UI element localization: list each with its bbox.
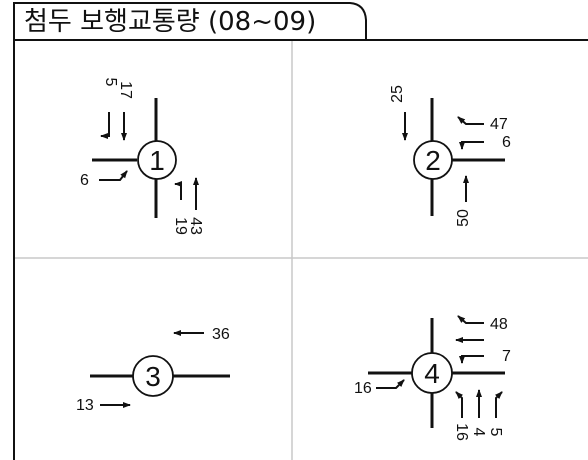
- flow-label-1-west: 6: [80, 172, 89, 189]
- intersection-3: 3 36 13: [76, 326, 230, 414]
- flow-label-1-south-a: 19: [172, 217, 189, 235]
- flow-arrow-4-west: [376, 379, 405, 389]
- flow-label-4-south-b: 4: [470, 428, 487, 437]
- page-title: 첨두 보행교통량 (08~09): [24, 7, 316, 37]
- flow-label-2-east-a: 47: [490, 116, 508, 133]
- intersection-number-3: 3: [145, 361, 161, 392]
- flow-label-1-north-a: 5: [102, 78, 119, 87]
- flow-arrow-4-east-a: [457, 315, 484, 324]
- flow-arrow-4-east-b: [459, 355, 484, 364]
- flow-label-4-east-a: 48: [490, 316, 508, 333]
- intersection-node-2: [413, 140, 453, 180]
- title-tab: [13, 2, 367, 40]
- outer-frame: [13, 39, 588, 460]
- flow-label-2-east-b: 6: [502, 134, 511, 151]
- flow-arrow-1-west: [99, 170, 128, 181]
- flow-label-2-south: 50: [455, 209, 472, 227]
- intersection-number-2: 2: [425, 145, 441, 176]
- intersection-1: 1 5 17 6 19 43: [80, 78, 204, 235]
- flow-arrow-4-south-a: [455, 391, 464, 418]
- flow-arrow-2-east-a: [457, 116, 484, 125]
- flow-arrow-1-north-turn: [100, 112, 110, 139]
- intersection-number-4: 4: [424, 358, 440, 389]
- flow-label-4-south-c: 5: [487, 428, 504, 437]
- flow-label-4-east-b: 7: [502, 348, 511, 365]
- intersection-2: 2 25 47 6 50: [389, 85, 511, 227]
- flow-label-3-west: 13: [76, 397, 94, 414]
- intersection-node-3: [132, 355, 174, 397]
- flow-label-4-west: 16: [354, 380, 372, 397]
- flow-label-2-north: 25: [389, 85, 406, 103]
- flow-label-4-south-a: 16: [453, 423, 470, 441]
- flow-arrow-2-east-b: [459, 141, 484, 150]
- flow-label-3-east: 36: [212, 326, 230, 343]
- intersection-4: 4 48 7 16 16 4 5: [354, 315, 511, 441]
- intersection-number-1: 1: [149, 145, 165, 176]
- flow-label-1-south-b: 43: [187, 217, 204, 235]
- intersection-node-1: [137, 140, 177, 180]
- flow-label-1-north-b: 17: [117, 81, 134, 99]
- intersection-node-4: [411, 352, 453, 394]
- flow-arrow-4-south-c: [494, 391, 503, 418]
- flow-arrow-1-south-turn: [174, 181, 182, 200]
